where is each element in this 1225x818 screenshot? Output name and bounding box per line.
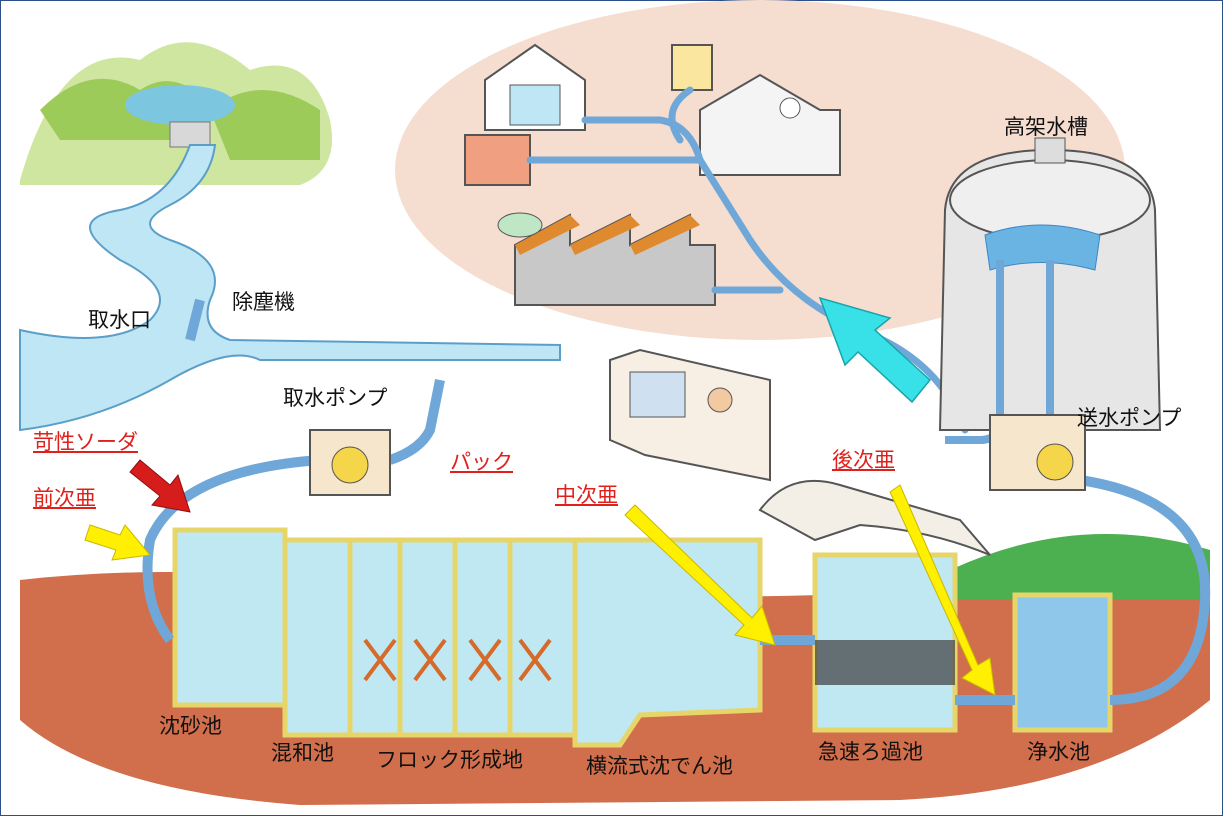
rapid-filter-label: 急速ろ過池 — [818, 740, 923, 764]
town — [464, 43, 841, 306]
caustic-soda-arrow — [129, 459, 191, 513]
pre-chlorine-label: 前次亜 — [33, 486, 96, 510]
floc-basin-label: フロック形成地 — [376, 748, 523, 772]
clear-well-shape — [1012, 592, 1113, 733]
elevated-tank — [938, 137, 1162, 444]
caustic-soda-label: 苛性ソーダ — [33, 430, 138, 454]
reservoir — [125, 85, 235, 125]
intake-label: 取水口 — [88, 308, 151, 332]
mixing-basin-label: 混和池 — [271, 741, 334, 765]
supply-pump-label: 送水ポンプ — [1077, 406, 1182, 430]
grit-basin-label: 沈砂池 — [159, 714, 222, 738]
mid-chlorine-label: 中次亜 — [555, 483, 618, 507]
mountains — [20, 42, 332, 185]
sedimentation-label: 横流式沈でん池 — [586, 754, 733, 778]
river — [19, 144, 561, 432]
elevated-tank-label: 高架水槽 — [1004, 115, 1088, 139]
pre-chlorine-arrow — [84, 524, 151, 561]
supply-arrow — [818, 296, 932, 404]
post-chlorine-arrow — [889, 484, 996, 696]
screen-label: 除塵機 — [232, 290, 295, 314]
grit-basin-shape — [172, 527, 288, 708]
intake-pump — [309, 429, 391, 496]
mid-chlorine-arrow — [624, 504, 776, 646]
clear-well-label: 浄水池 — [1027, 740, 1090, 764]
distribution-pipes — [526, 86, 969, 434]
dam — [169, 121, 211, 148]
filter-roof — [758, 479, 991, 556]
post-chlorine-label: 後次亜 — [832, 448, 895, 472]
intake-pump-label: 取水ポンプ — [283, 386, 388, 410]
control-room — [609, 348, 771, 482]
pac-label: パック — [450, 450, 513, 474]
mixing-floc-basin-shape — [282, 537, 578, 738]
supply-pump — [989, 414, 1086, 491]
